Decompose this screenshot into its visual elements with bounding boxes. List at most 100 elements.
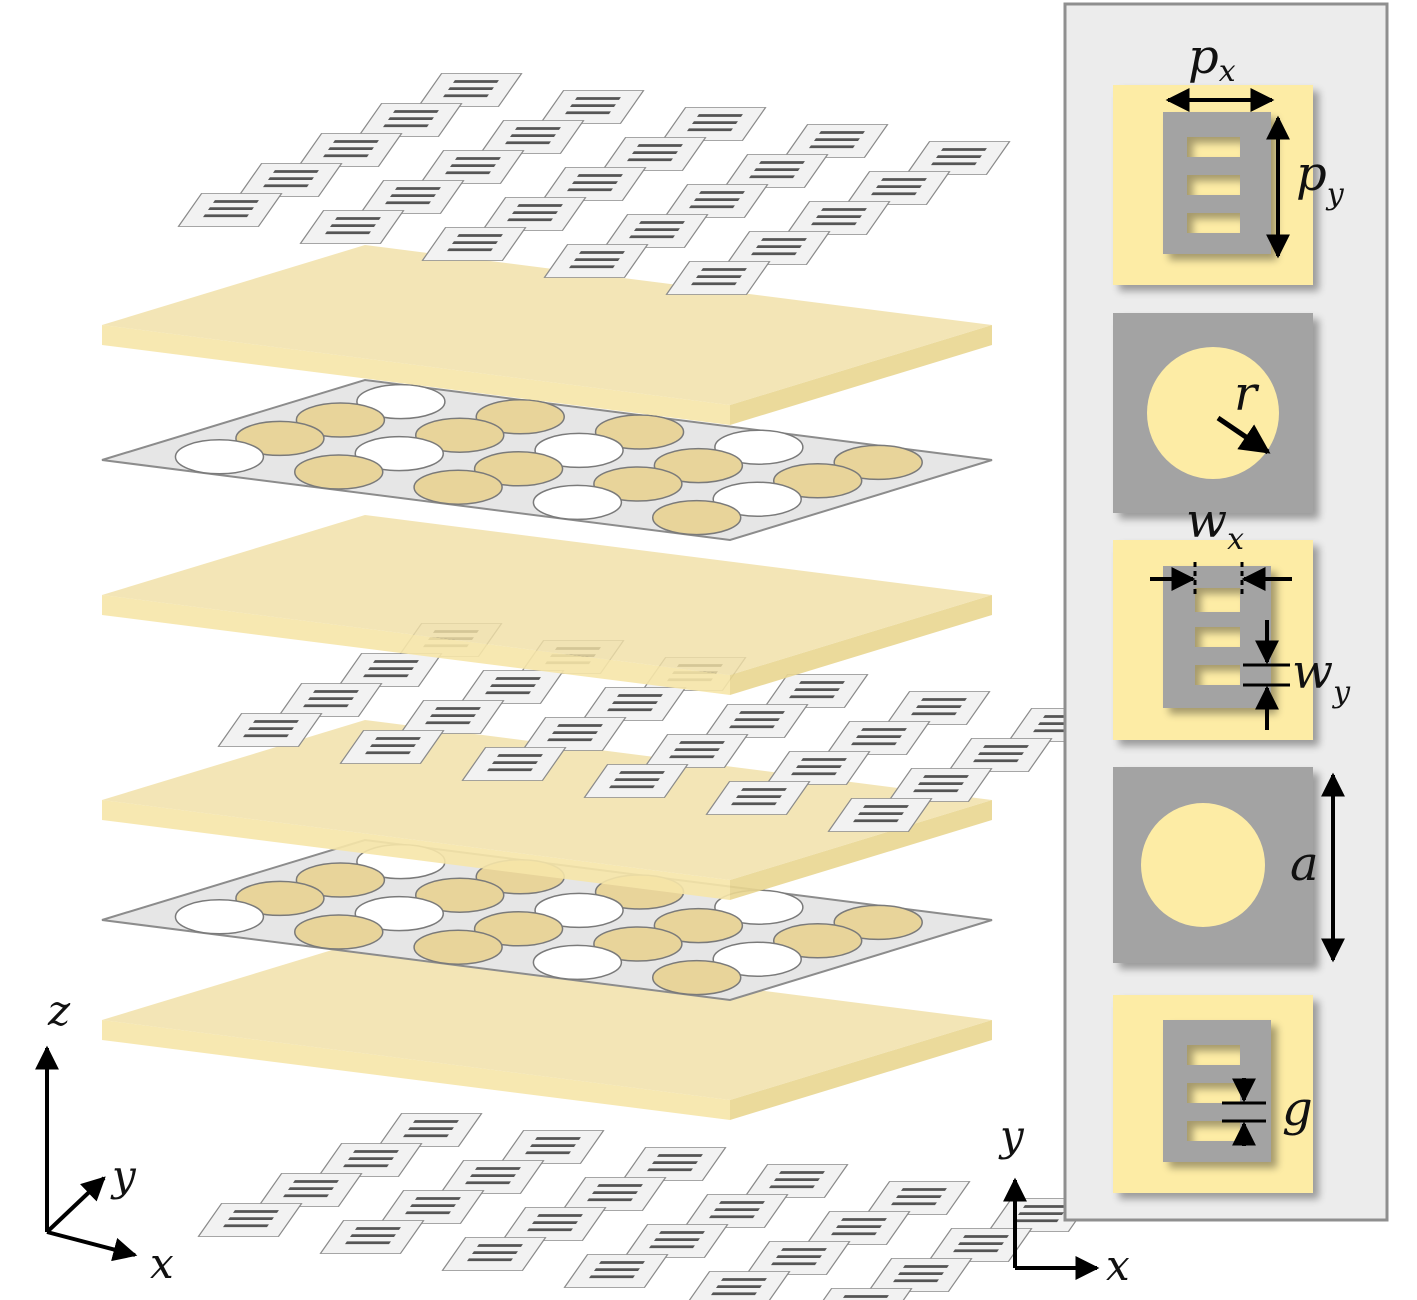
- e-patch-slot: [788, 695, 835, 699]
- e-patch-slot: [510, 134, 556, 137]
- e-patch-slot: [466, 1258, 513, 1262]
- e-patch-slot: [843, 1295, 889, 1298]
- r-label: r: [1234, 366, 1260, 422]
- e-patch-body: [807, 1288, 913, 1300]
- e-patch: [339, 730, 445, 764]
- e-patch-slot: [696, 275, 742, 278]
- x-axis-arrow: [46, 1230, 138, 1262]
- e-patch-slot: [794, 688, 840, 691]
- e-patch-slot: [393, 110, 439, 113]
- e-patch-slot: [796, 765, 842, 768]
- e-patch-slot: [748, 175, 795, 179]
- substrate-top-face: [102, 245, 992, 405]
- e-patch-slot: [774, 1178, 820, 1181]
- e-patch-slot: [739, 711, 785, 714]
- hole: [594, 414, 685, 450]
- e-patch-slot: [362, 674, 409, 678]
- unit-cell-panel: px py r wx wy: [1063, 2, 1389, 1222]
- e-patch-slot: [313, 690, 359, 693]
- unit-cell-epatch-bottom: g: [1113, 995, 1313, 1193]
- e-patch-slot: [617, 694, 663, 697]
- e-patch-body: [459, 670, 565, 704]
- hole: [414, 877, 505, 913]
- e-patch: [583, 764, 689, 798]
- hole: [833, 444, 923, 481]
- bottom-patch-array: [197, 1113, 1093, 1300]
- e-patch: [539, 90, 645, 124]
- e-patch-slot: [830, 1232, 877, 1236]
- e-patch-slot: [626, 158, 673, 162]
- e-patch-slot: [382, 124, 429, 128]
- e-patch-body: [399, 700, 505, 734]
- e-patch-slot: [574, 258, 620, 261]
- e-patch: [603, 214, 709, 248]
- e-patch-slot: [599, 1261, 645, 1264]
- e-patch: [379, 1190, 485, 1224]
- e-patch-slot: [761, 238, 807, 241]
- hole: [354, 895, 444, 932]
- e-patch: [399, 700, 505, 734]
- e-patch-slot: [202, 214, 249, 218]
- e-patch-slot: [512, 211, 558, 214]
- e-patch-slot: [350, 1234, 396, 1237]
- e-patch-slot: [446, 248, 493, 252]
- e-patch-slot: [688, 205, 735, 209]
- e-patch: [765, 751, 871, 785]
- e-patch-body: [601, 137, 707, 171]
- e-patch: [705, 781, 811, 815]
- hole: [413, 469, 503, 505]
- e-patch: [867, 1258, 973, 1292]
- e-patch: [661, 107, 767, 141]
- holey-metal-1: [101, 378, 993, 542]
- e-patch-slot: [546, 738, 593, 742]
- e-patch-slot: [572, 181, 618, 184]
- e-patch-slot: [657, 1154, 703, 1157]
- e-patch-slot: [1018, 1212, 1064, 1215]
- e-patch-slot: [881, 178, 927, 181]
- e-patch: [683, 1194, 789, 1228]
- x-axis-label: x: [150, 1239, 174, 1288]
- e-patch-slot: [896, 1195, 942, 1198]
- e-patch: [745, 1241, 851, 1275]
- e-patch: [217, 713, 323, 747]
- e-patch: [419, 150, 525, 184]
- e-patch-slot: [679, 741, 725, 744]
- e-patch: [359, 180, 465, 214]
- e-patch-slot: [714, 1208, 760, 1211]
- e-patch: [377, 1113, 483, 1147]
- e-patch: [439, 1160, 545, 1194]
- hole: [833, 904, 923, 941]
- e-patch-slot: [253, 720, 299, 723]
- px-label: px: [1188, 29, 1236, 89]
- e-patch-slot: [384, 201, 431, 205]
- e-patch: [643, 734, 749, 768]
- e-patch-slot: [448, 87, 494, 90]
- e-patch: [297, 133, 403, 167]
- e-patch: [865, 1181, 971, 1215]
- e-patch-slot: [484, 691, 531, 695]
- e-patch-body: [359, 180, 465, 214]
- e-patch: [337, 653, 443, 687]
- e-patch-slot: [836, 1225, 882, 1228]
- hole: [712, 941, 802, 977]
- e-patch: [743, 1164, 849, 1198]
- e-patch-slot: [570, 104, 616, 107]
- e-patch-slot: [856, 735, 902, 738]
- e-patch: [357, 103, 463, 137]
- e-patch-slot: [790, 772, 837, 776]
- e-patch-slot: [699, 191, 745, 194]
- e-patch-slot: [208, 207, 254, 210]
- e-patch: [421, 227, 527, 261]
- e-patch-slot: [302, 704, 349, 708]
- e-patch-slot: [368, 667, 414, 670]
- e-patch-slot: [495, 677, 541, 680]
- e-patch-slot: [353, 1150, 399, 1153]
- e-patch-slot: [586, 1198, 633, 1202]
- hole: [295, 862, 386, 898]
- e-patch-slot: [632, 151, 678, 154]
- e-patch: [319, 1220, 425, 1254]
- e-patch: [237, 163, 343, 197]
- e-patch-slot: [697, 114, 743, 117]
- e-patch-slot: [930, 162, 977, 166]
